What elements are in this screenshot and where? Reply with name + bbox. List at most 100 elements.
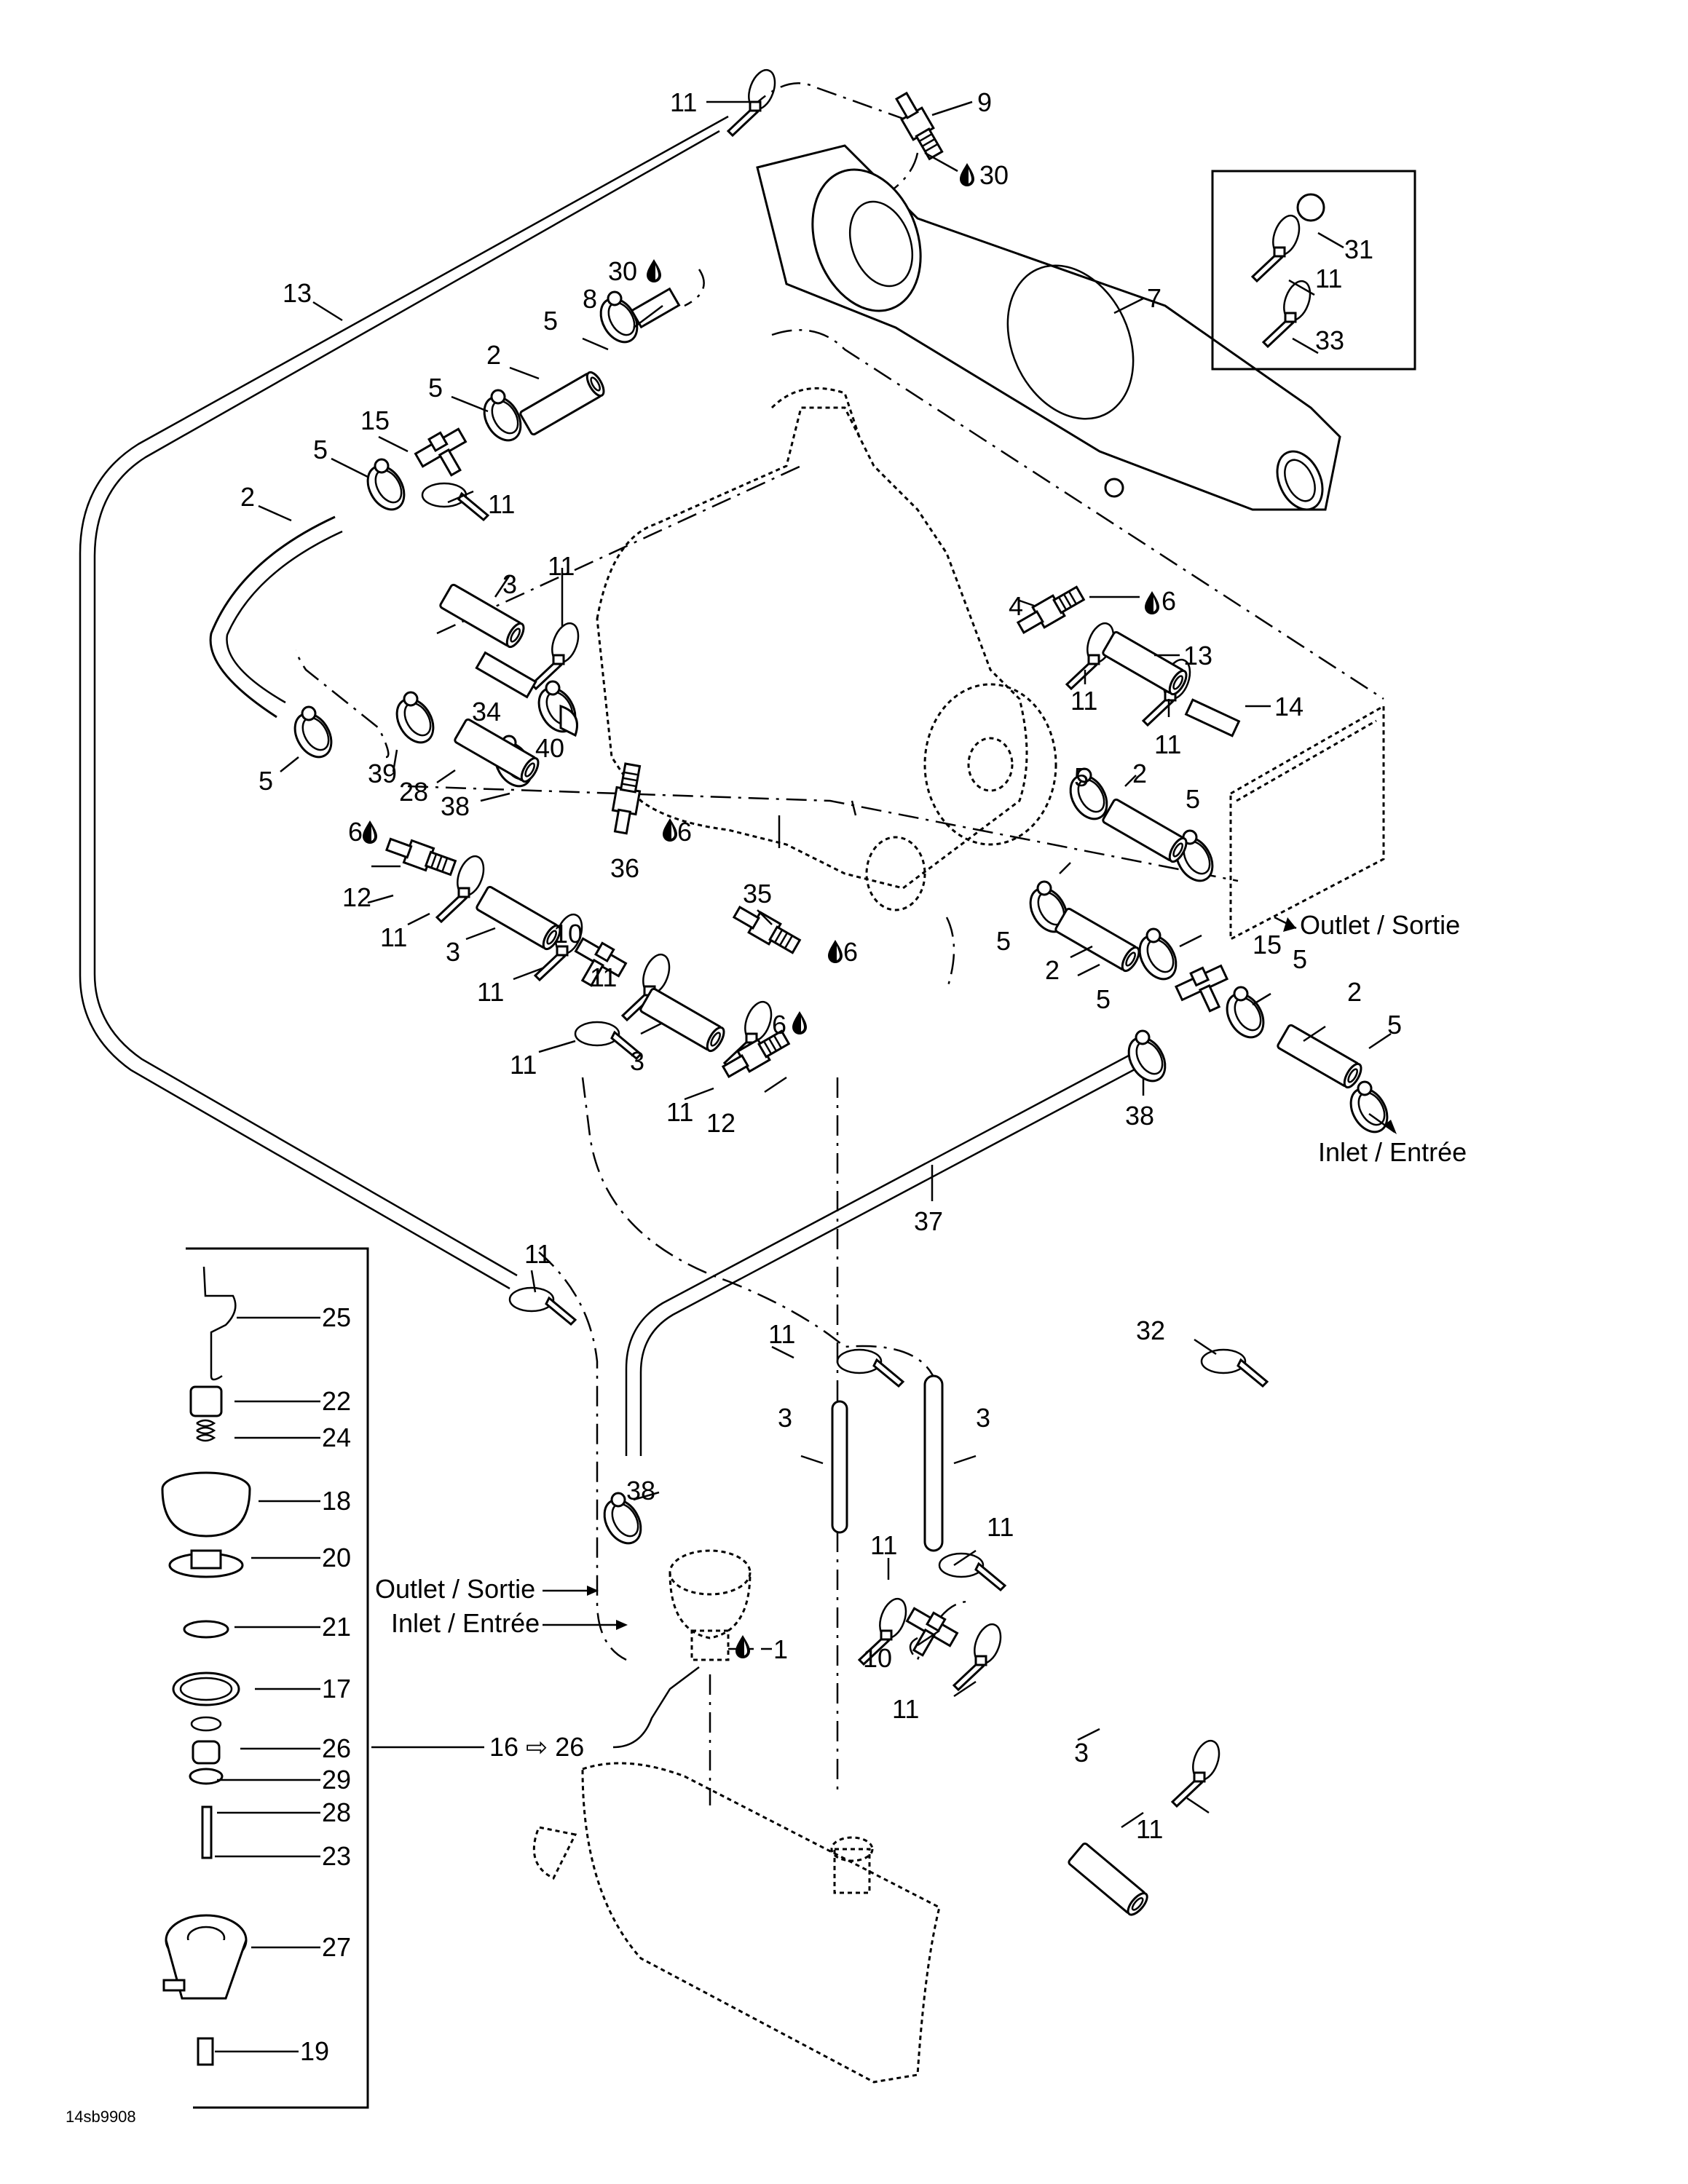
callout-7: 7	[1147, 283, 1162, 313]
water-box-ghost	[532, 1762, 941, 2084]
callout-21: 21	[322, 1612, 351, 1642]
straight-fittings	[475, 287, 1241, 737]
callout-11: 11	[548, 551, 575, 581]
callout-30: 30	[608, 256, 637, 286]
callout-11: 11	[892, 1694, 919, 1724]
callout-28: 28	[322, 1797, 351, 1827]
callout-5: 5	[996, 926, 1011, 956]
callout-5: 5	[428, 373, 443, 403]
callout-26: 26	[322, 1733, 351, 1763]
callout-13: 13	[1183, 641, 1212, 670]
callout-4: 4	[1009, 591, 1023, 621]
callout-5: 5	[313, 435, 328, 464]
callout-25: 25	[322, 1302, 351, 1332]
callout-15: 15	[360, 405, 390, 435]
callout-6: 6	[677, 817, 692, 847]
callout-9: 9	[977, 87, 992, 117]
valve-stack-frame	[186, 1247, 369, 2109]
callout-10: 10	[553, 919, 583, 949]
callout-11: 11	[488, 489, 515, 519]
callout-6: 6	[843, 937, 858, 967]
outlet-label-left: Outlet / Sortie	[375, 1574, 535, 1604]
hose-37-long	[625, 1054, 1137, 1456]
callout-11: 11	[768, 1319, 795, 1349]
callout-6: 6	[1162, 586, 1176, 616]
callout-23: 23	[322, 1841, 351, 1871]
callout-11: 11	[1315, 264, 1342, 293]
callout-33: 33	[1315, 325, 1344, 355]
callout-14: 14	[1274, 692, 1304, 721]
flow-arrows	[543, 916, 1397, 1630]
callout-5: 5	[543, 306, 558, 336]
callout-5: 5	[1186, 784, 1200, 814]
drop-icon-1	[735, 1635, 750, 1658]
callout-12: 12	[706, 1108, 735, 1138]
short-hoses	[438, 368, 1366, 1919]
callout-36: 36	[610, 853, 639, 883]
callout-35: 35	[743, 879, 772, 909]
callout-2: 2	[1132, 759, 1147, 788]
drawing-code: 14sb9908	[66, 2108, 136, 2126]
callout-6: 6	[348, 817, 363, 847]
callout-37: 37	[914, 1206, 943, 1236]
callout-27: 27	[322, 1932, 351, 1962]
drop-icon-6-12	[792, 1011, 807, 1034]
callout-11: 11	[1154, 729, 1181, 759]
callout-22: 22	[322, 1386, 351, 1416]
callout-32: 32	[1136, 1315, 1165, 1345]
callout-11: 11	[870, 1530, 897, 1560]
tuned-pipe-7	[756, 144, 1341, 511]
drop-icon-6-engine	[663, 818, 677, 842]
callout-11: 11	[590, 962, 617, 992]
callout-13: 13	[283, 278, 312, 308]
callout-38: 38	[1125, 1101, 1154, 1131]
callout-11: 11	[670, 87, 697, 117]
callout-17: 17	[322, 1674, 351, 1704]
callout-8: 8	[583, 284, 597, 314]
outlet-label-right: Outlet / Sortie	[1300, 910, 1460, 940]
callout-2: 2	[486, 340, 501, 370]
callout-11: 11	[1070, 686, 1097, 716]
callout-3: 3	[976, 1403, 990, 1433]
leader-lines	[215, 100, 1392, 2053]
callout-3: 3	[1074, 1738, 1089, 1768]
callout-16-to-26: 16 ⇨ 26	[489, 1732, 584, 1762]
callout-10: 10	[863, 1643, 892, 1673]
valve-ghost	[669, 1549, 752, 1661]
callout-39: 39	[368, 759, 397, 788]
drop-icon-6-35	[828, 940, 843, 963]
callout-2: 2	[1347, 977, 1362, 1007]
callout-24: 24	[322, 1423, 351, 1452]
callout-3: 3	[446, 937, 460, 967]
callout-3: 3	[502, 569, 517, 599]
callout-31: 31	[1344, 234, 1373, 264]
callout-11: 11	[510, 1050, 537, 1080]
callout-12: 12	[342, 882, 371, 912]
callout-38: 38	[626, 1476, 655, 1506]
drop-icon-30-top	[960, 163, 974, 186]
vertical-hoses	[831, 1374, 944, 1552]
elbow-fittings	[383, 89, 1087, 1083]
drop-icon-6-right	[1145, 591, 1159, 614]
callout-29: 29	[322, 1765, 351, 1795]
callout-11: 11	[477, 977, 504, 1007]
callout-34: 34	[472, 697, 501, 727]
callout-5: 5	[1293, 944, 1307, 974]
callout-1: 1	[773, 1634, 788, 1664]
drop-icon-6-left	[363, 820, 377, 844]
inlet-label-left: Inlet / Entrée	[391, 1608, 540, 1638]
callout-18: 18	[322, 1486, 351, 1516]
callouts: 11 9 30 30 7 31 11 33 13 8 5 2 5 15 5 2 …	[240, 87, 1402, 2066]
callout-3: 3	[630, 1046, 644, 1076]
callout-5: 5	[1096, 984, 1111, 1014]
drop-icon-30-left	[647, 259, 661, 282]
screw-31	[1296, 193, 1325, 222]
callout-30: 30	[979, 160, 1009, 190]
callout-11: 11	[524, 1239, 551, 1269]
callout-5: 5	[1074, 762, 1089, 792]
callout-19: 19	[300, 2036, 329, 2066]
callout-2: 2	[1045, 955, 1060, 985]
callout-40: 40	[535, 733, 564, 763]
callout-5: 5	[259, 766, 273, 796]
